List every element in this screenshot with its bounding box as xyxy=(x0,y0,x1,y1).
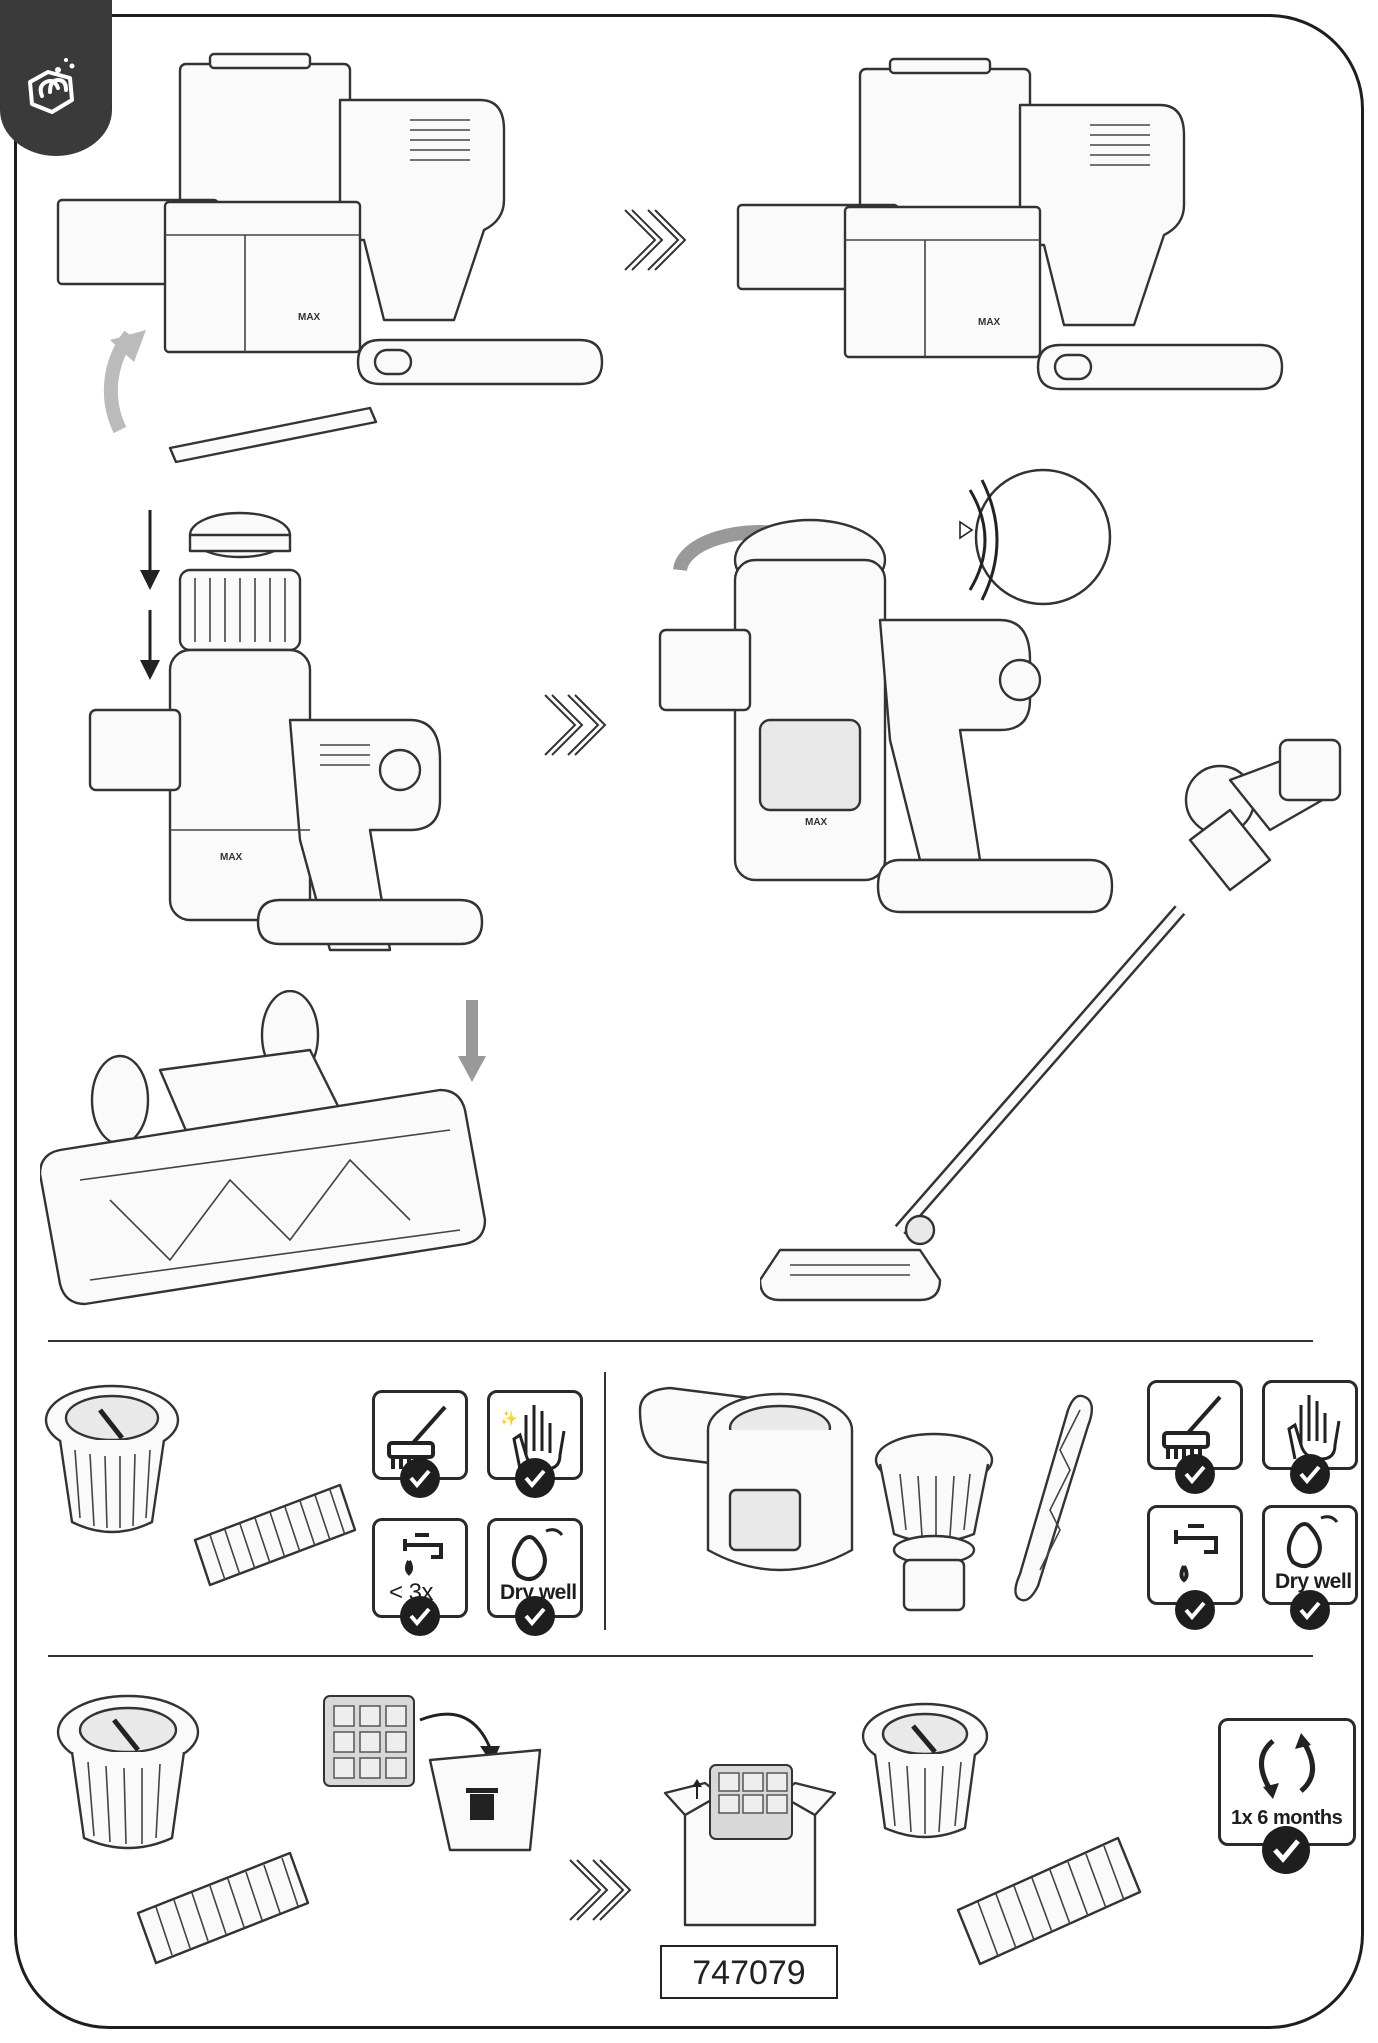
checkmark-icon xyxy=(1290,1454,1330,1494)
brush-icon xyxy=(1162,1395,1222,1459)
hand-icon-box xyxy=(1262,1380,1358,1470)
mesh-filter-illustration xyxy=(874,1432,994,1612)
cleaning-hand-icon xyxy=(0,0,112,156)
cyclone-filter-illustration xyxy=(44,1384,180,1534)
vacuum-bin-closed-illustration: MAX xyxy=(736,57,1284,391)
drying-icon xyxy=(1286,1515,1339,1569)
checkmark-icon xyxy=(400,1458,440,1498)
brush-roll-illustration xyxy=(1014,1394,1094,1602)
section-divider-vertical xyxy=(604,1372,606,1630)
water-tap-icon xyxy=(403,1533,443,1576)
replace-interval-label: 1x 6 months xyxy=(1231,1807,1343,1829)
water-tap-icon xyxy=(1174,1524,1218,1583)
cyclone-filter-illustration xyxy=(861,1702,989,1839)
hepa-filter-illustration xyxy=(193,1483,357,1587)
cyclone-lock-illustration: MAX xyxy=(658,468,1114,914)
checkmark-icon xyxy=(515,1458,555,1498)
replace-cycle-icon-box: 1x 6 months xyxy=(1218,1718,1356,1846)
double-chevron-icon xyxy=(624,209,687,271)
dispose-filter-illustration xyxy=(323,1695,542,1852)
checkmark-icon xyxy=(1262,1826,1310,1874)
max-mark: MAX xyxy=(978,317,1001,328)
hand-icon: ✨ xyxy=(500,1405,566,1471)
section-divider xyxy=(48,1340,1313,1342)
checkmark-icon xyxy=(515,1596,555,1636)
checkmark-icon xyxy=(1290,1590,1330,1630)
checkmark-icon xyxy=(1175,1590,1215,1630)
dirty-hepa-filter-illustration xyxy=(136,1851,310,1965)
stick-vacuum-illustration xyxy=(760,738,1342,1302)
cyclone-filter-illustration xyxy=(56,1694,200,1850)
floor-brush-illustration xyxy=(40,990,487,1306)
max-mark: MAX xyxy=(220,852,243,863)
max-mark: MAX xyxy=(298,312,321,323)
section-divider xyxy=(48,1655,1313,1657)
vacuum-bin-open-illustration: MAX xyxy=(56,52,604,464)
new-filter-box-illustration xyxy=(663,1764,837,1927)
hand-icon xyxy=(1287,1395,1341,1461)
filter-removal-illustration: MAX xyxy=(88,510,484,952)
checkmark-icon xyxy=(400,1596,440,1636)
dry-well-label: Dry well xyxy=(1275,1570,1352,1593)
drying-icon-box: Dry well xyxy=(1262,1505,1358,1605)
new-hepa-filter-illustration xyxy=(956,1836,1142,1966)
trash-bin-icon xyxy=(466,1788,498,1820)
drying-icon xyxy=(511,1528,564,1582)
checkmark-icon xyxy=(1175,1454,1215,1494)
replace-cycle-icon xyxy=(1259,1733,1315,1799)
page-frame xyxy=(14,14,1364,2029)
svg-text:✨: ✨ xyxy=(500,1410,517,1426)
max-mark: MAX xyxy=(805,817,828,828)
double-chevron-icon xyxy=(544,694,607,756)
dry-well-label: Dry well xyxy=(500,1581,577,1604)
double-chevron-icon xyxy=(569,1859,632,1921)
dust-container-illustration xyxy=(638,1386,854,1572)
part-number-box: 747079 xyxy=(660,1945,838,1999)
